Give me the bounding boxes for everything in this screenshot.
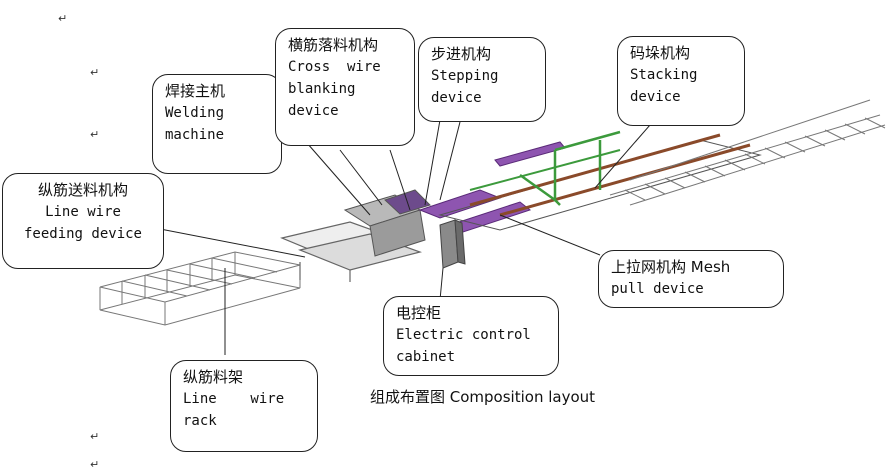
paragraph-mark: ↵ <box>90 430 100 443</box>
mesh-pull-en-label: pull device <box>611 281 704 297</box>
stepping-en-label: Stepping device <box>431 68 499 106</box>
callout-stepping-device: 步进机构 Stepping device <box>418 37 546 122</box>
paragraph-mark: ↵ <box>90 66 100 79</box>
callout-line-wire-rack: 纵筋料架 Line wire rack <box>170 360 318 452</box>
electric-cabinet-en-label: Electric control cabinet <box>396 327 531 365</box>
welding-cn-label: 焊接主机 <box>165 82 226 100</box>
welding-en-label: Welding machine <box>165 105 225 143</box>
mesh-pull-device-drawing <box>438 133 762 231</box>
line-wire-rack-cn-label: 纵筋料架 <box>183 368 244 386</box>
roller-conveyor-drawing <box>609 99 886 206</box>
paragraph-mark: ↵ <box>90 128 100 141</box>
diagram-caption: 组成布置图 Composition layout <box>370 388 596 406</box>
callout-welding-machine: 焊接主机 Welding machine <box>152 74 282 174</box>
paragraph-mark: ↵ <box>58 12 68 25</box>
line-wire-rack-en-label: Line wire rack <box>183 391 285 429</box>
stepping-device-drawing <box>418 141 566 234</box>
callout-cross-wire-blanking: 横筋落料机构 Cross wire blanking device <box>275 28 415 146</box>
stacking-cn-label: 码垛机构 <box>630 44 691 62</box>
callout-line-wire-feeding: 纵筋送料机构 Line wire feeding device <box>2 173 164 269</box>
cross-wire-cn-label: 横筋落料机构 <box>288 36 379 54</box>
stacking-en-label: Stacking device <box>630 67 698 105</box>
stepping-cn-label: 步进机构 <box>431 45 492 63</box>
line-wire-feeding-cn-label: 纵筋送料机构 <box>37 181 128 199</box>
mesh-pull-cn-label: 上拉网机构 Mesh <box>611 258 731 276</box>
paragraph-mark: ↵ <box>90 458 100 471</box>
line-wire-feeding-en-label: Line wire feeding device <box>23 204 142 242</box>
leader-lines <box>154 119 651 355</box>
callout-electric-control-cabinet: 电控柜 Electric control cabinet <box>383 296 559 376</box>
callout-stacking-device: 码垛机构 Stacking device <box>617 36 745 126</box>
callout-mesh-pull-device: 上拉网机构 Mesh pull device <box>598 250 784 308</box>
cross-wire-en-label: Cross wire blanking device <box>288 59 381 119</box>
electric-cabinet-cn-label: 电控柜 <box>396 304 442 322</box>
electric-cabinet-drawing <box>439 219 466 269</box>
